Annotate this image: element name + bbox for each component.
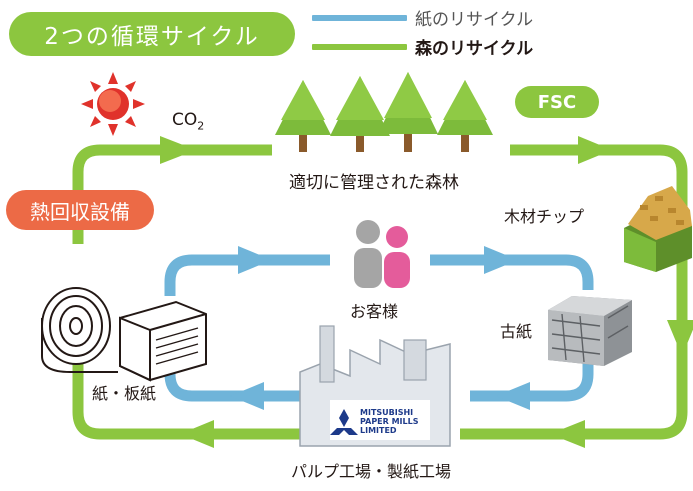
co2-subscript: 2 bbox=[197, 119, 205, 133]
wood-chip-label: 木材チップ bbox=[504, 207, 585, 226]
mitsubishi-logo-icon bbox=[330, 409, 358, 435]
arrow-to-products bbox=[180, 420, 214, 448]
legend-swatch-forest bbox=[312, 44, 407, 50]
arrow-to-used-paper bbox=[484, 246, 518, 274]
co2-label: CO2 bbox=[172, 110, 204, 132]
legend-swatch-paper bbox=[312, 15, 407, 21]
company-logo-text: MITSUBISHI PAPER MILLS LIMITED bbox=[360, 408, 419, 435]
diagram-title: 2つの循環サイクル bbox=[9, 12, 295, 56]
customer-label: お客様 bbox=[350, 302, 399, 321]
arrow-to-customer bbox=[238, 246, 272, 274]
heat-recovery-badge: 熱回収設備 bbox=[6, 190, 154, 230]
arrow-to-factory bbox=[550, 420, 585, 448]
arrow-to-chip bbox=[578, 136, 612, 164]
wood-chip-icon bbox=[624, 186, 692, 272]
sun-icon bbox=[81, 72, 145, 136]
legend-label-forest: 森のリサイクル bbox=[415, 39, 534, 59]
forest-cycle-arrows bbox=[160, 136, 693, 448]
co2-text: CO bbox=[172, 110, 198, 130]
factory-label: パルプ工場・製紙工場 bbox=[291, 462, 452, 481]
arrow-to-factory-blue bbox=[496, 382, 530, 410]
legend-label-paper: 紙のリサイクル bbox=[415, 10, 534, 30]
factory-icon bbox=[299, 325, 451, 447]
customer-people-icon bbox=[354, 220, 410, 288]
arrow-down-right bbox=[667, 320, 693, 356]
forest-label: 適切に管理された森林 bbox=[289, 173, 459, 193]
fsc-badge: FSC bbox=[515, 86, 599, 118]
paper-roll-and-board-icon bbox=[41, 287, 207, 382]
company-logo-line: PAPER MILLS bbox=[360, 417, 419, 426]
used-paper-bale-icon bbox=[548, 296, 632, 366]
paper-cycle-arrows bbox=[230, 246, 530, 410]
paper-products-label: 紙・板紙 bbox=[92, 384, 157, 403]
used-paper-label: 古紙 bbox=[500, 322, 533, 341]
arrow-to-forest bbox=[160, 136, 196, 164]
forest-trees-icon bbox=[275, 72, 493, 152]
company-logo-line: LIMITED bbox=[360, 426, 397, 435]
arrow-to-products-blue bbox=[230, 382, 264, 410]
company-logo-line: MITSUBISHI bbox=[360, 408, 414, 417]
